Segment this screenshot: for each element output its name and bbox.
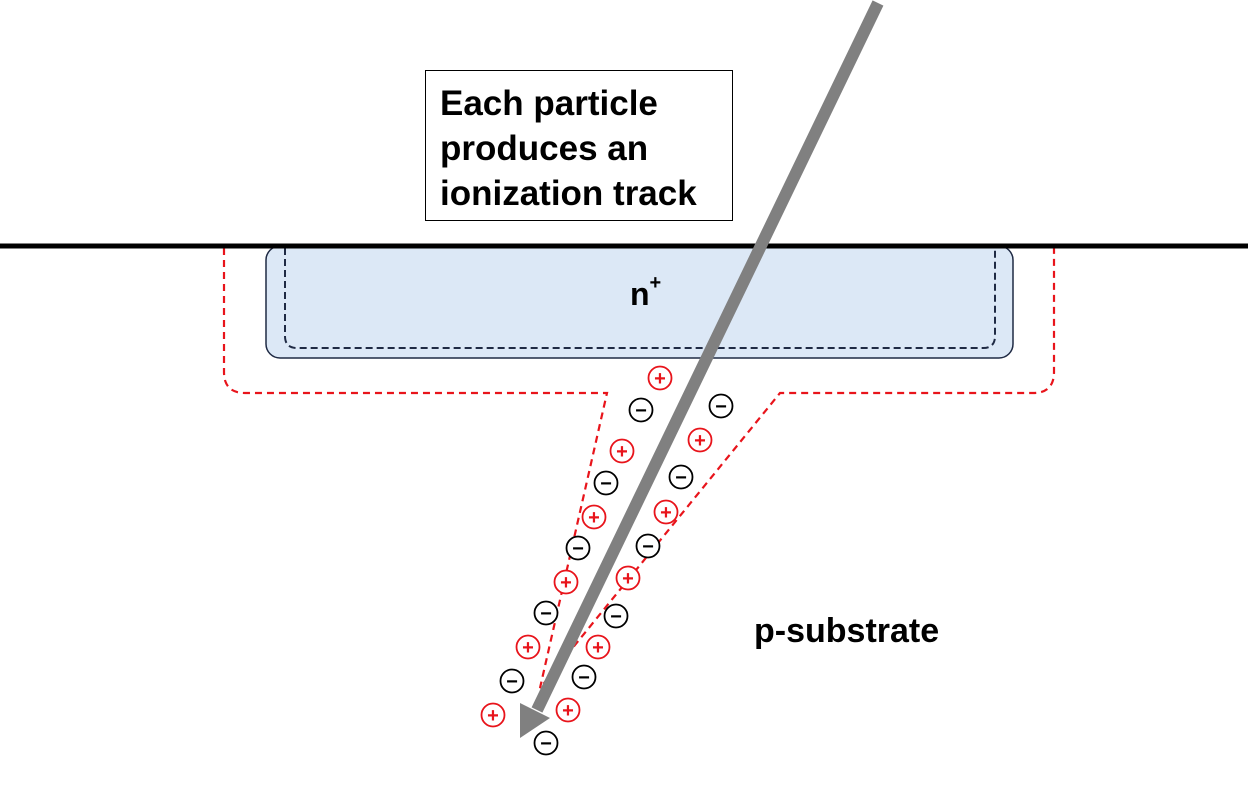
svg-text:+: + <box>560 572 572 594</box>
svg-text:−: − <box>610 606 622 628</box>
negative-charge: − <box>708 393 734 419</box>
positive-charge: + <box>581 504 607 530</box>
svg-text:+: + <box>660 502 672 524</box>
negative-charge: − <box>533 730 559 756</box>
positive-charge: + <box>480 702 506 728</box>
negative-charge: − <box>571 664 597 690</box>
svg-text:−: − <box>506 671 518 693</box>
svg-text:−: − <box>675 467 687 489</box>
svg-text:−: − <box>635 400 647 422</box>
negative-charge: − <box>635 533 661 559</box>
n-plus-label-superscript: + <box>649 272 662 294</box>
negative-charge: − <box>593 470 619 496</box>
p-substrate-label: p-substrate <box>754 612 940 650</box>
positive-charge: + <box>555 697 581 723</box>
particle-track <box>531 0 884 713</box>
svg-text:+: + <box>522 637 534 659</box>
ionization-callout: Each particle produces an ionization tra… <box>425 70 733 221</box>
negative-charge: − <box>499 668 525 694</box>
n-plus-inner-boundary <box>284 248 996 349</box>
n-plus-label-text: n <box>630 276 650 312</box>
svg-text:−: − <box>715 396 727 418</box>
positive-charge: + <box>647 365 673 391</box>
positive-charge: + <box>615 565 641 591</box>
positive-charge: + <box>609 438 635 464</box>
positive-charge: + <box>515 634 541 660</box>
particle-track-arrowhead <box>520 703 550 738</box>
svg-text:+: + <box>588 507 600 529</box>
svg-text:+: + <box>487 705 499 727</box>
positive-charge: + <box>687 427 713 453</box>
svg-text:−: − <box>540 603 552 625</box>
svg-text:−: − <box>578 667 590 689</box>
svg-text:+: + <box>592 637 604 659</box>
svg-text:+: + <box>654 368 666 390</box>
depletion-region-boundary <box>222 248 1056 689</box>
svg-text:+: + <box>562 700 574 722</box>
svg-text:−: − <box>600 473 612 495</box>
negative-charge: − <box>565 535 591 561</box>
svg-text:+: + <box>694 430 706 452</box>
n-plus-label: n+ <box>630 272 661 313</box>
negative-charge: − <box>668 464 694 490</box>
svg-text:+: + <box>616 441 628 463</box>
svg-text:−: − <box>540 733 552 755</box>
charge-carriers: +++++++++++−−−−−−−−−−− <box>480 365 734 756</box>
positive-charge: + <box>653 499 679 525</box>
positive-charge: + <box>585 634 611 660</box>
negative-charge: − <box>628 397 654 423</box>
positive-charge: + <box>553 569 579 595</box>
svg-text:−: − <box>572 538 584 560</box>
svg-text:−: − <box>642 536 654 558</box>
negative-charge: − <box>533 600 559 626</box>
negative-charge: − <box>603 603 629 629</box>
svg-text:+: + <box>622 568 634 590</box>
